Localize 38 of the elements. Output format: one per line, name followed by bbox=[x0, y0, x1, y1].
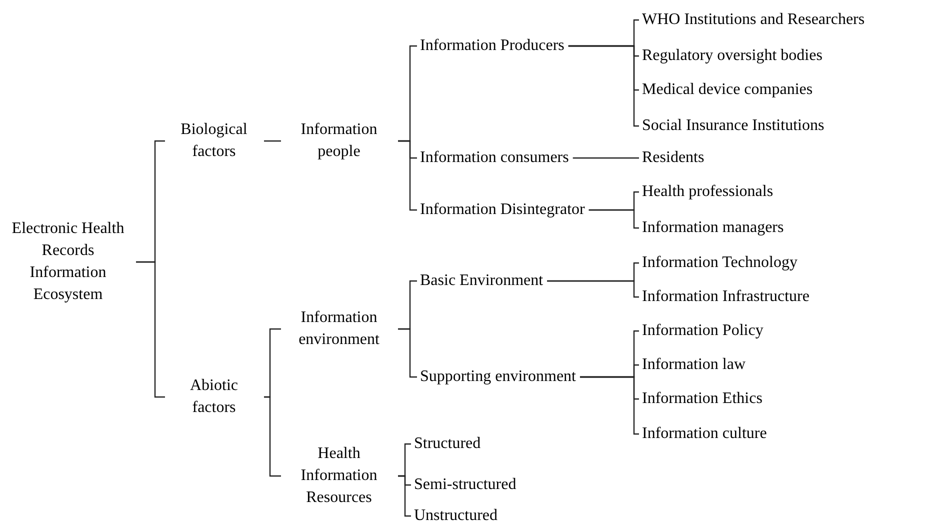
node-label: Information Policy bbox=[642, 321, 764, 341]
node-label: Semi-structured bbox=[414, 475, 516, 495]
node-label: Structured bbox=[414, 434, 481, 454]
node-label: Supporting environment bbox=[420, 367, 576, 387]
node-label: Electronic Health Records Information Ecosystem bbox=[10, 219, 126, 305]
node-label: WHO Institutions and Researchers bbox=[642, 10, 865, 30]
node-label: Health Information Resources bbox=[300, 444, 378, 508]
node-label: Information law bbox=[642, 355, 746, 375]
node-label: Health professionals bbox=[642, 182, 774, 202]
node-label: Abiotic factors bbox=[189, 376, 239, 418]
node-label: Information Technology bbox=[642, 253, 798, 273]
node-label: Unstructured bbox=[414, 506, 498, 526]
node-label: Information Infrastructure bbox=[642, 287, 810, 307]
bracket-connector bbox=[136, 261, 165, 398]
node-label: Information Disintegrator bbox=[420, 200, 585, 220]
node-label: Medical device companies bbox=[642, 80, 813, 100]
bracket-connector bbox=[398, 475, 411, 517]
node-label: Regulatory oversight bodies bbox=[642, 46, 822, 66]
bracket-connector bbox=[572, 157, 639, 159]
node-label: Information environment bbox=[298, 308, 380, 350]
node-label: Information Ethics bbox=[642, 389, 762, 409]
bracket-connector bbox=[264, 140, 281, 142]
node-label: Information Producers bbox=[420, 36, 564, 56]
node-label: Information people bbox=[300, 120, 378, 162]
node-label: Basic Environment bbox=[420, 271, 544, 291]
bracket-connector bbox=[588, 209, 639, 229]
bracket-connector bbox=[398, 140, 417, 211]
node-label: Information culture bbox=[642, 424, 767, 444]
node-label: Residents bbox=[642, 148, 704, 168]
node-label: Information managers bbox=[642, 218, 784, 238]
bracket-connector bbox=[398, 328, 417, 378]
node-label: Biological factors bbox=[180, 120, 248, 162]
bracket-connector bbox=[547, 280, 639, 298]
bracket-connector bbox=[264, 396, 281, 477]
bracket-connector bbox=[568, 45, 639, 127]
node-label: Social Insurance Institutions bbox=[642, 116, 824, 136]
node-label: Information consumers bbox=[420, 148, 569, 168]
bracket-connector bbox=[580, 376, 639, 435]
